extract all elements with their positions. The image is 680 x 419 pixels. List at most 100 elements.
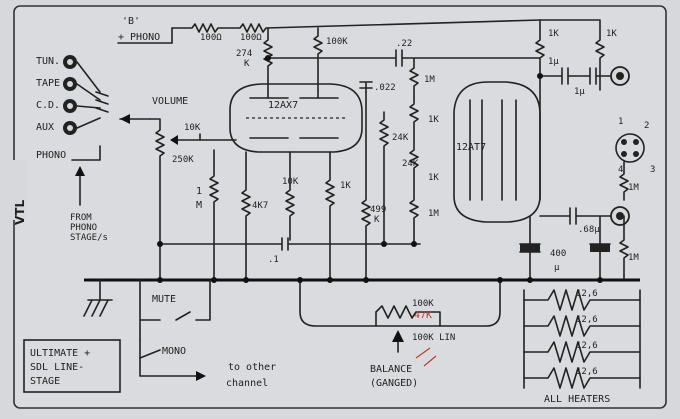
r-1k-right-a-label: 1K [548,29,559,39]
r-1k-right-a [535,19,545,201]
r-1k-right-b-label: 1K [606,29,617,39]
r-1k-cathode-label: 1K [340,181,351,191]
cap-022-label: .22 [396,39,412,49]
r-1m-b-label: 1M [428,209,439,219]
selector-arrow-icon [120,114,130,124]
output-jack-bottom-pin [616,212,624,220]
r-1k-a-label: 1K [428,115,439,125]
cap-01-label: .1 [268,255,279,265]
junction-dots [157,55,603,283]
balance-100k-label: 100K [412,299,434,309]
r-10k-cathode-label: 10K [282,177,299,187]
r-1m-din [619,161,629,201]
r-4k7 [241,151,251,281]
cap-1u-b-label: 1µ [574,87,585,97]
brand-logo: VTL [4,160,27,225]
svg-text:VTL: VTL [13,200,27,225]
grid-stopper-wire [199,133,237,141]
balance-label: BALANCE [370,364,412,375]
r-1k-right-b [539,19,605,91]
balance-ganged-label: (GANGED) [370,378,418,389]
r-100k-label: 100K [326,37,348,47]
r-1m-top [409,57,419,97]
title-line-2: SDL LINE- [30,362,84,373]
title-line-3: STAGE [30,376,60,387]
mute-switch [139,279,211,341]
cap-068u [539,207,612,225]
r-1m-out-label: 1M [628,253,639,263]
cap-1u-pair [539,67,615,85]
cap-400-label: 400 [550,249,566,259]
heater-label-2: 12,6 [576,315,598,325]
r-ladder [409,95,419,245]
to-other-label-1: to other [228,362,276,373]
input-jacks [63,55,109,161]
mute-label: MUTE [152,294,176,305]
to-other-label-2: channel [226,378,268,389]
din-pin-3: 3 [650,165,655,175]
input-label-phono: PHONO [36,150,66,161]
r-1m-out [619,215,629,281]
r-499k [361,91,371,281]
from-phono-label-1: FROM [70,213,92,223]
balance-wiper-icon [392,330,404,342]
balance-pot [375,305,441,327]
r-24k-b-label: 24K [402,159,419,169]
balance-loop [299,279,501,327]
cap-1u-a-label: 1µ [548,57,559,67]
cap-400-unit: µ [554,263,560,273]
r-250k-label: 250K [172,155,194,165]
r-1m-label: M [196,200,202,211]
red-correction-marks [415,347,437,367]
r-100b-label: 100Ω [240,33,262,43]
r-10k-label: 10K [184,123,201,133]
volume-label: VOLUME [152,96,188,107]
mono-label: MONO [162,346,186,357]
r-10k-cathode [285,151,295,241]
din-pin-2: 2 [644,121,649,131]
din-pin-4: 4 [618,165,623,175]
cap-022 [267,49,541,67]
mono-arrow-icon [196,371,206,381]
r-499k-label: 499 [370,205,386,215]
tube-12ax7 [229,79,363,153]
cap-0022 [359,81,373,93]
input-label-aux: AUX [36,122,54,133]
cap-01 [159,237,421,251]
phono-arrow-icon [75,166,85,176]
r-1m-din-label: 1M [628,183,639,193]
supply-phono-label: + PHONO [118,32,160,43]
r-1k-b-label: 1K [428,173,439,183]
title-box [23,339,121,393]
tube-v1-label: 12AX7 [268,100,298,111]
volume-wiper-icon [170,135,178,145]
input-label-cd: C.D. [36,100,60,111]
input-label-tun: TUN. [36,56,60,67]
balance-100klin-label: 100K LIN [412,333,455,343]
din-connector [615,133,645,163]
heater-label-3: 12,6 [576,341,598,351]
r-274k-label: 274 [236,49,252,59]
r-274k [263,27,273,81]
tube-v2-label: 12AT7 [456,142,486,153]
r-1m-grid [209,149,219,281]
r-24k-a [379,111,389,245]
r-499k-unit: K [374,215,380,225]
r-100k [313,27,323,91]
mono-wire [139,339,197,377]
r-274k-unit: K [244,59,250,69]
volume-pot [149,118,165,281]
r-100a-label: 100Ω [200,33,222,43]
cap-0022-label: .022 [374,83,396,93]
r-1m-digit: 1 [196,186,202,197]
cap-068u-label: .68µ [578,225,600,235]
mono-switch [139,349,161,359]
input-label-tape: TAPE [36,78,60,89]
output-jack-top-pin [616,72,624,80]
all-heaters-label: ALL HEATERS [544,394,610,405]
ground-symbol [83,279,113,317]
r-1m-top-label: 1M [424,75,435,85]
heater-string [523,289,641,389]
